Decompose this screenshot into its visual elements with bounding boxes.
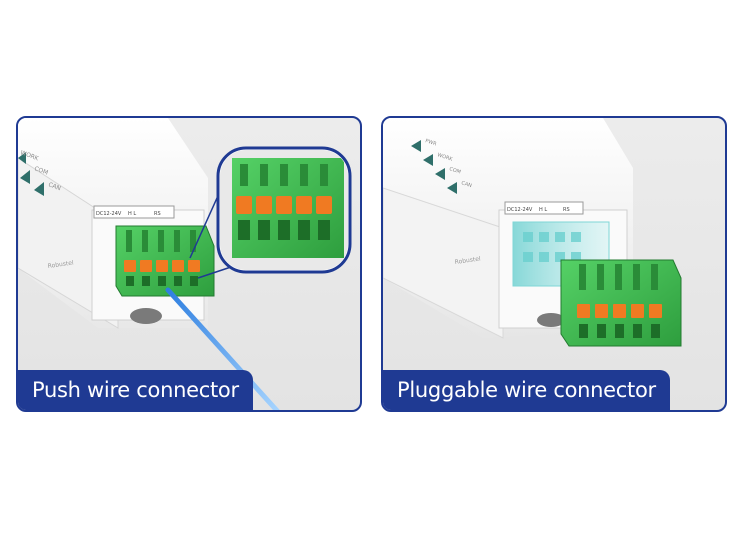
- mounting-foot: [130, 308, 162, 324]
- device-label-com: COM: [33, 165, 49, 176]
- terminal-label-power: DC12-24V: [96, 211, 122, 217]
- device-label-work: WORK: [436, 152, 453, 163]
- terminal-label-strip: [93, 205, 175, 219]
- panel-push-wire: WORK COM CAN DC12-24V H L RS Robustel: [16, 116, 362, 412]
- pluggable-terminal-block: [560, 259, 682, 347]
- zoom-inset: [216, 146, 352, 274]
- device-label-can: CAN: [460, 180, 472, 189]
- terminal-label-can: H L: [128, 211, 136, 217]
- device-side: [383, 187, 504, 339]
- zoom-line-bottom: [197, 265, 235, 279]
- led-indicators: [18, 152, 44, 196]
- blue-wire: [165, 287, 280, 410]
- brand-label: Robustel: [454, 255, 481, 266]
- device-label-pwr: PWR: [424, 138, 437, 147]
- push-wire-illustration: WORK COM CAN DC12-24V H L RS Robustel: [18, 118, 352, 410]
- caption-push-wire: Push wire connector: [18, 370, 253, 410]
- terminal-label-rs: RS: [563, 207, 570, 213]
- ghost-pins: [523, 232, 581, 262]
- green-terminal-block: [115, 225, 215, 297]
- brand-label: Robustel: [47, 259, 74, 270]
- mounting-foot: [537, 313, 565, 327]
- terminal-label-strip: [504, 201, 584, 215]
- device-label-can: CAN: [47, 181, 61, 192]
- led-indicators: [411, 140, 457, 194]
- terminal-label-power: DC12-24V: [507, 207, 533, 213]
- pluggable-wire-illustration: PWR WORK COM CAN DC12-24V H L RS Robuste…: [383, 118, 682, 347]
- device-label-com: COM: [448, 166, 461, 175]
- panel-pluggable-wire: PWR WORK COM CAN DC12-24V H L RS Robuste…: [381, 116, 727, 412]
- terminal-label-can: H L: [539, 207, 547, 213]
- terminal-label-rs: RS: [154, 211, 161, 217]
- caption-pluggable-wire: Pluggable wire connector: [383, 370, 670, 410]
